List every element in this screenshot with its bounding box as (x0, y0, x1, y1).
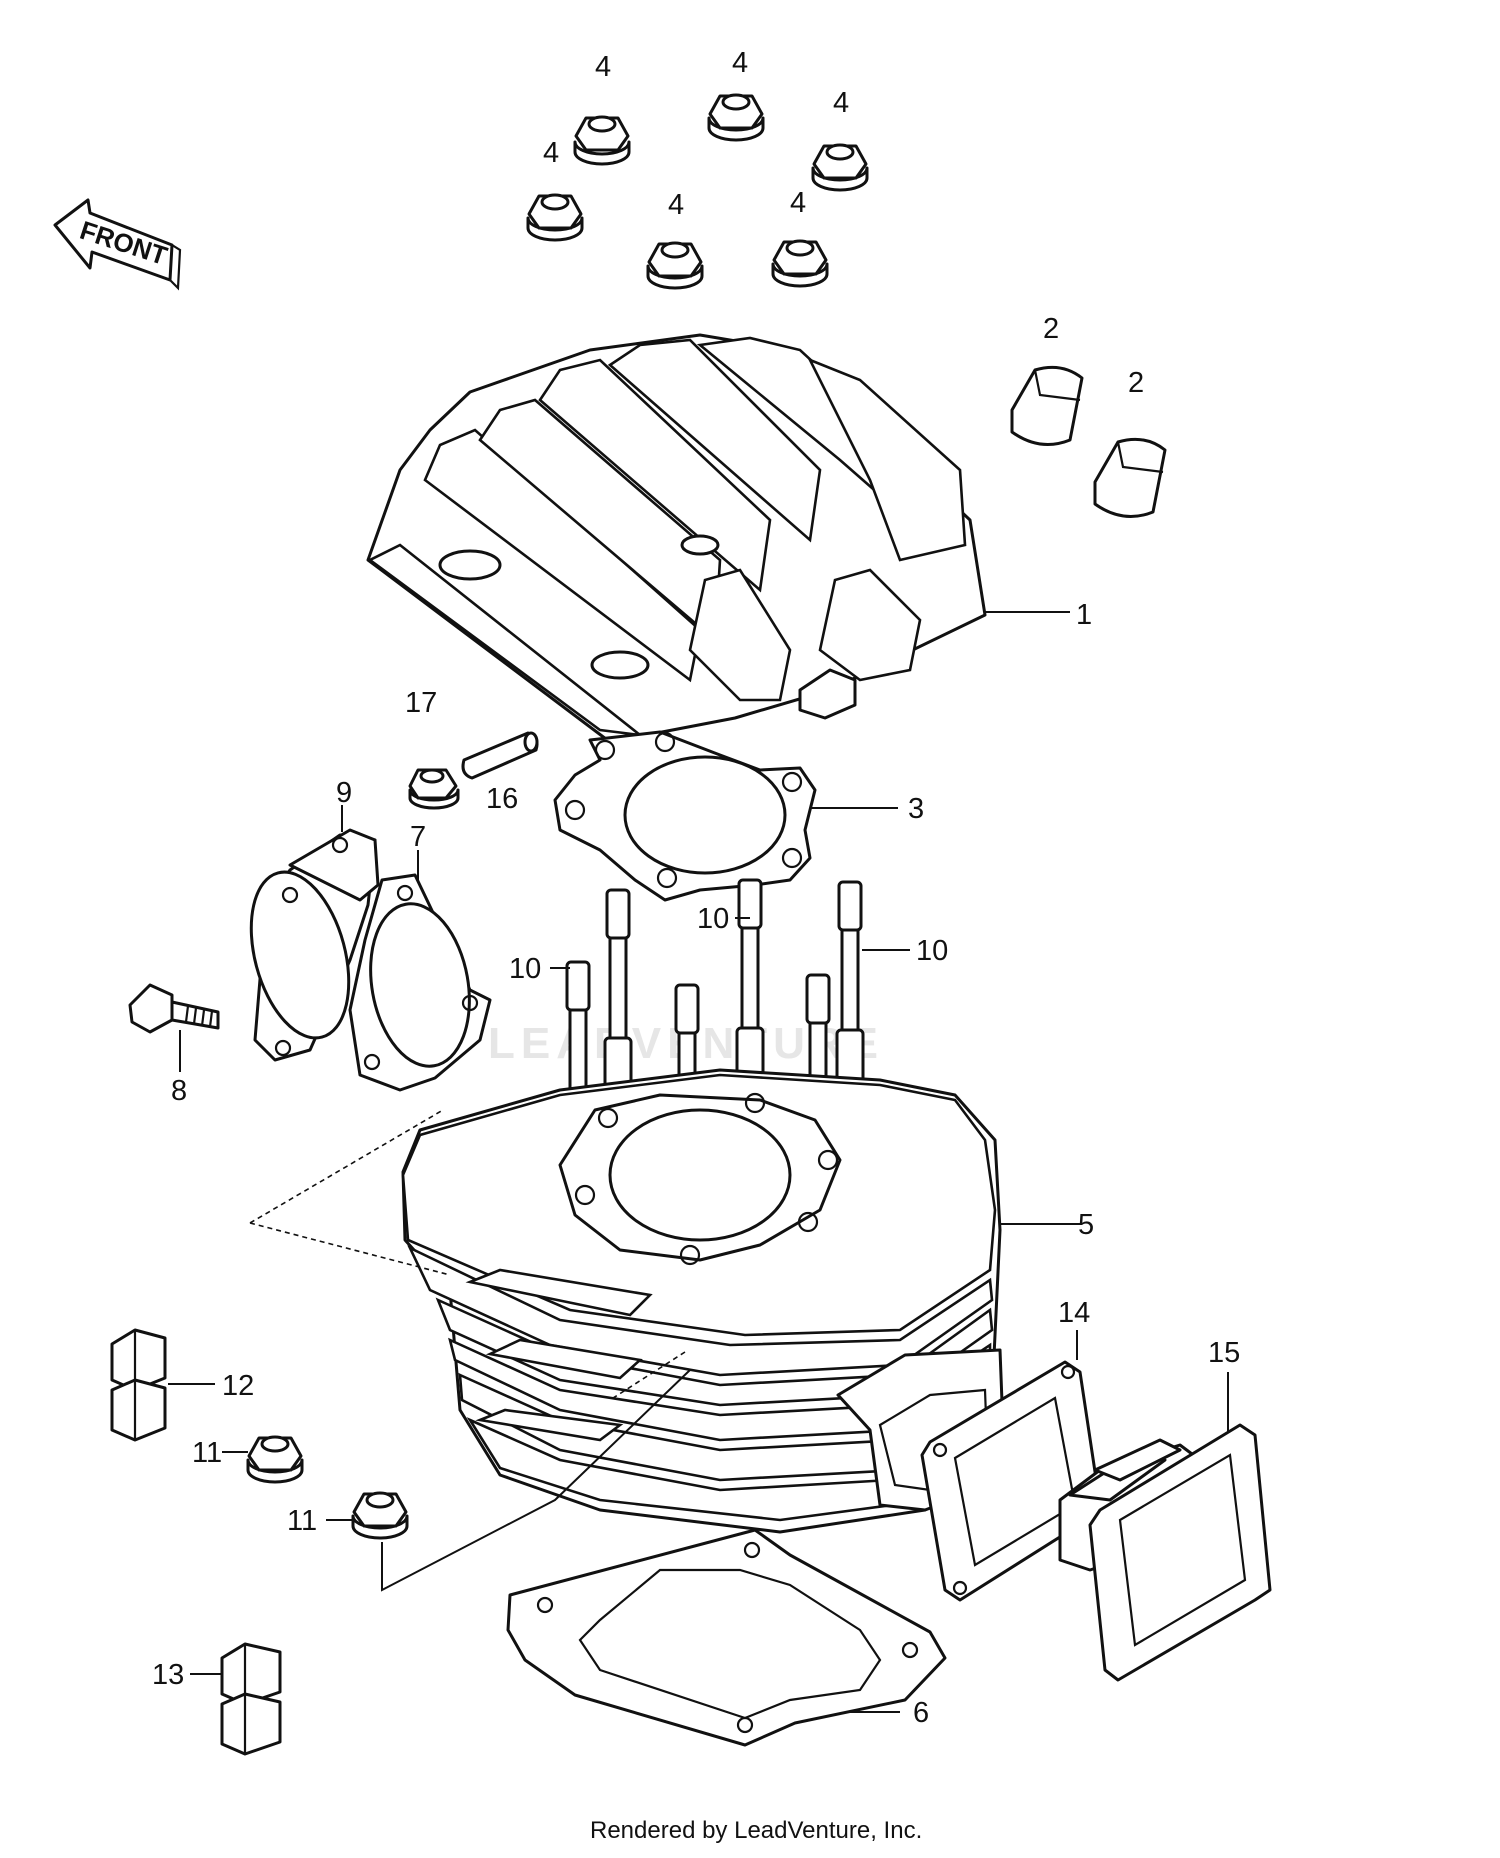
spark-plug-caps (1010, 365, 1167, 518)
nut-part-11 (222, 1435, 304, 1484)
callout-6: 6 (913, 1697, 929, 1729)
callout-2: 2 (1128, 367, 1144, 399)
callout-12: 12 (222, 1370, 254, 1402)
callout-labels: 1 2 2 3 4 4 4 4 4 4 5 6 7 8 9 10 10 10 1… (152, 47, 1240, 1729)
cylinder-head-nuts (526, 93, 869, 290)
nut-part-4 (526, 193, 584, 242)
callout-1: 1 (1076, 599, 1092, 631)
callout-8: 8 (171, 1075, 187, 1107)
callout-10: 10 (509, 953, 541, 985)
callout-4: 4 (668, 189, 684, 221)
cylinder-head-part-1 (366, 333, 1070, 744)
callout-11: 11 (287, 1505, 317, 1537)
callout-4: 4 (833, 87, 849, 119)
nut-part-4 (707, 93, 765, 142)
callout-9: 9 (336, 777, 352, 809)
reed-valve-part-15 (1058, 1372, 1272, 1682)
stud-part-10 (603, 888, 633, 1098)
callout-7: 7 (410, 821, 426, 853)
bolt-part-8 (128, 983, 220, 1072)
callout-11: 11 (192, 1437, 222, 1469)
callout-15: 15 (1208, 1337, 1240, 1369)
stud-part-10 (735, 878, 765, 1088)
base-gasket-part-6 (506, 1528, 947, 1747)
nut-part-4 (771, 239, 829, 288)
callout-17: 17 (405, 687, 437, 719)
callout-5: 5 (1078, 1209, 1094, 1241)
cap-part-2 (1010, 365, 1084, 446)
head-gasket-part-3 (553, 730, 898, 902)
damper-part-12 (110, 1328, 215, 1442)
callout-4: 4 (543, 137, 559, 169)
callout-4: 4 (595, 51, 611, 83)
callout-16: 16 (486, 783, 518, 815)
manifold-part-9 (249, 805, 380, 1062)
nut-part-11 (326, 1369, 691, 1592)
callout-4: 4 (790, 187, 806, 219)
callout-4: 4 (732, 47, 748, 79)
callout-3: 3 (908, 793, 924, 825)
footer-credit: Rendered by LeadVenture, Inc. (590, 1817, 922, 1844)
stud-part-10 (835, 880, 865, 1090)
callout-2: 2 (1043, 313, 1059, 345)
front-arrow-icon: FRONT (53, 198, 182, 291)
nut-part-4 (646, 241, 704, 290)
callout-10: 10 (697, 903, 729, 935)
dowel-pin-part-16 (461, 731, 539, 780)
manifold-gasket-part-7 (348, 850, 492, 1092)
callout-14: 14 (1058, 1297, 1090, 1329)
damper-part-13 (190, 1642, 282, 1756)
leader-line (381, 1369, 691, 1592)
nut-part-4 (811, 143, 869, 192)
callout-13: 13 (152, 1659, 184, 1691)
cap-part-2 (1093, 437, 1167, 518)
guide-line (249, 1109, 686, 1401)
nut-part-17 (408, 768, 460, 810)
callout-10: 10 (916, 935, 948, 967)
nut-part-4 (573, 115, 631, 166)
